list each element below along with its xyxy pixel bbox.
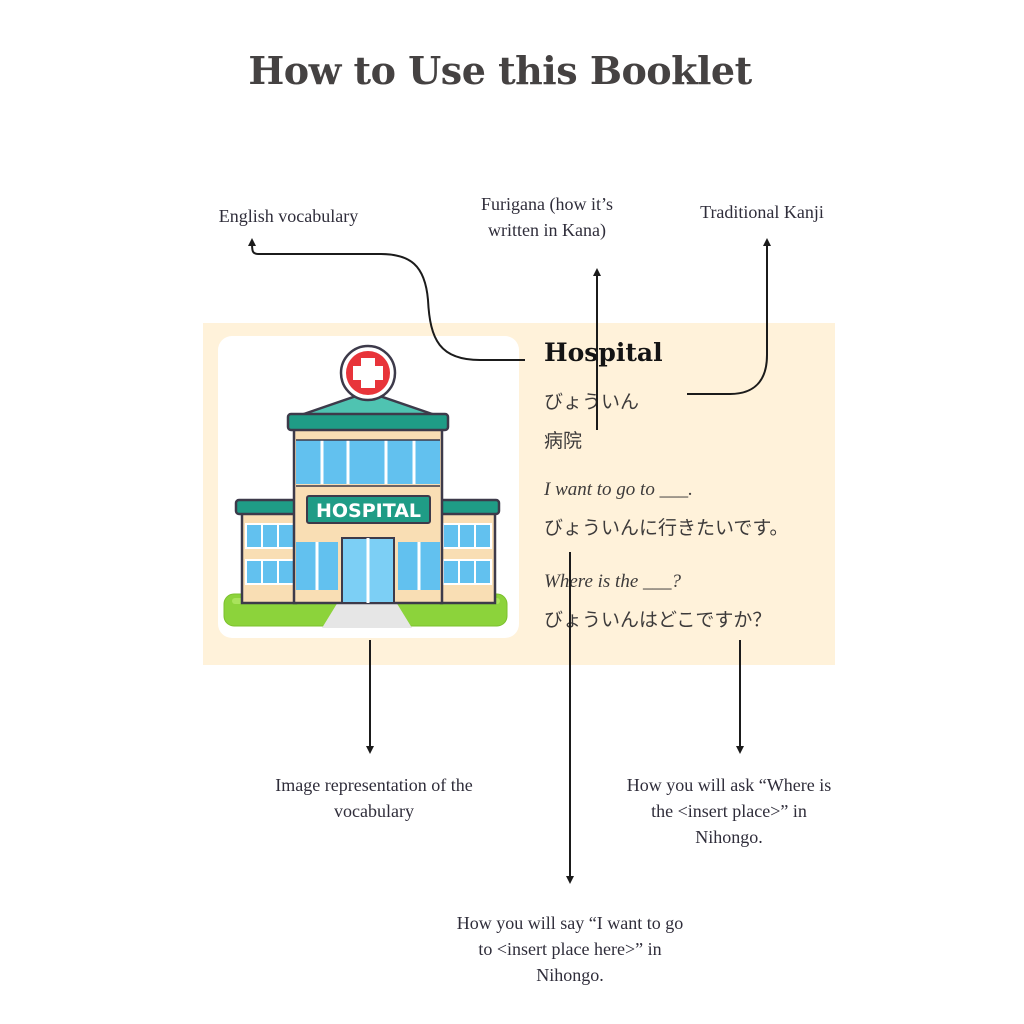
phrase-want-to-go-english: I want to go to ___.	[544, 479, 693, 500]
label-furigana-line2: written in Kana)	[488, 220, 606, 240]
page-title: How to Use this Booklet	[248, 48, 752, 93]
label-where-is: How you will ask “Where is the <insert p…	[594, 772, 864, 850]
label-traditional-kanji: Traditional Kanji	[700, 202, 824, 222]
label-want-to-go: How you will say “I want to go to <inser…	[420, 910, 720, 988]
phrase-where-is-english: Where is the ___?	[544, 571, 682, 592]
arrow-traditional-kanji	[687, 238, 771, 395]
label-furigana: Furigana (how it’s written in Kana)	[452, 191, 642, 243]
vocabulary-kanji: 病院	[544, 430, 583, 452]
label-image-representation: Image representation of the vocabulary	[230, 772, 518, 824]
label-english-vocabulary: English vocabulary	[218, 206, 359, 226]
label-want-to-go-line1: How you will say “I want to go	[456, 913, 684, 933]
label-where-is-line1: How you will ask “Where is	[626, 775, 832, 795]
phrase-where-is-japanese: びょういんはどこですか？	[544, 609, 772, 631]
label-image-representation-line1: Image representation of the	[275, 775, 473, 795]
hospital-sign-text: HOSPITAL	[316, 500, 421, 522]
hospital-building-icon: HOSPITAL	[223, 344, 508, 628]
vocabulary-image-frame: HOSPITAL	[218, 336, 519, 638]
main-roof-eave	[286, 412, 450, 432]
cross-horizontal	[353, 366, 383, 380]
phrase-want-to-go-japanese: びょういんに行きたいです。	[544, 517, 789, 539]
walkway	[322, 602, 412, 628]
right-window-upper	[442, 523, 492, 549]
main-upper-windows	[296, 440, 440, 484]
arrow-english-vocabulary	[248, 238, 525, 361]
label-image-representation-line2: vocabulary	[334, 801, 414, 821]
label-want-to-go-line3: Nihongo.	[536, 965, 604, 985]
label-where-is-line3: Nihongo.	[695, 827, 763, 847]
label-furigana-line1: Furigana (how it’s	[481, 194, 613, 214]
label-where-is-line2: the <insert place>” in	[651, 801, 807, 821]
vocabulary-word: Hospital	[544, 338, 663, 367]
vocabulary-furigana: びょういん	[544, 391, 640, 413]
label-want-to-go-line2: to <insert place here>” in	[478, 939, 662, 959]
left-window-upper	[245, 523, 295, 549]
hospital-sign	[306, 495, 431, 524]
